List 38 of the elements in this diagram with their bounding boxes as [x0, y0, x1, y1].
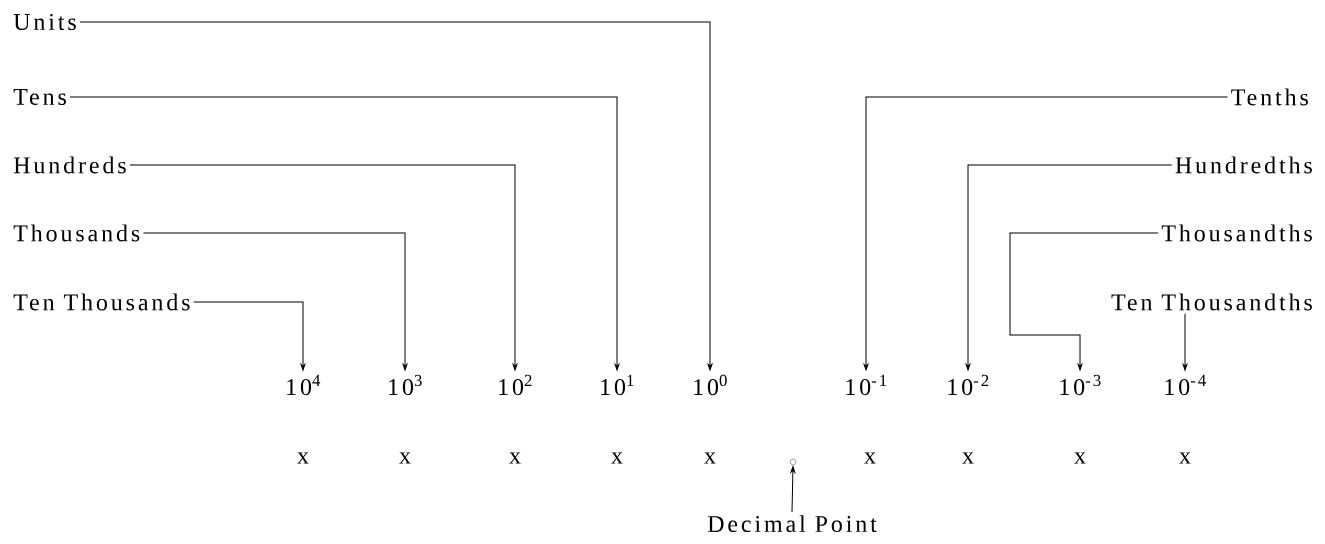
arrow: [1009, 232, 1159, 371]
arrow: [965, 164, 1173, 371]
power-of-ten: 10$^{1}$: [601, 374, 634, 396]
place-value-label: Tens: [13, 89, 66, 105]
place-value-label: Ten Thousandths: [1111, 293, 1312, 311]
arrow: [863, 96, 1229, 371]
power-of-ten: 10$^{3}$: [389, 374, 422, 396]
power-of-ten: 10$^{2}$: [499, 374, 532, 396]
place-value-label: Hundreds: [13, 156, 126, 174]
variable-letter: x: [864, 452, 876, 464]
power-of-ten: 10$^{0}$: [694, 374, 727, 396]
variable-letter: x: [704, 452, 716, 464]
place-value-label: Thousands: [13, 224, 140, 242]
arrow: [193, 301, 306, 371]
variable-letter: x: [962, 452, 974, 464]
power-of-ten: 10$^{-3}$: [1060, 374, 1101, 396]
place-value-label: Tenths: [1231, 88, 1308, 106]
arrow: [69, 96, 620, 371]
variable-letter: x: [509, 452, 521, 464]
arrow: [79, 21, 713, 371]
power-of-ten: 10$^{-2}$: [948, 374, 989, 396]
place-value-label: Decimal Point: [707, 515, 877, 533]
variable-letter: x: [1074, 452, 1086, 464]
place-value-label: Hundredths: [1175, 156, 1312, 174]
variable-letter: x: [1179, 452, 1191, 464]
power-of-ten: 10$^{-4}$: [1165, 374, 1206, 396]
arrow: [790, 466, 796, 513]
variable-letter: x: [399, 452, 411, 464]
variable-letter: x: [297, 452, 309, 464]
arrow: [142, 232, 408, 371]
power-of-ten: 10$^{4}$: [287, 374, 321, 396]
place-value-label: Ten Thousands: [13, 293, 190, 311]
arrow: [1182, 313, 1188, 371]
place-value-label: Thousandths: [1161, 224, 1312, 242]
arrow: [129, 164, 518, 371]
place-value-label: Units: [13, 13, 76, 31]
power-of-ten: 10$^{-1}$: [846, 374, 887, 396]
variable-letter: x: [611, 452, 623, 464]
